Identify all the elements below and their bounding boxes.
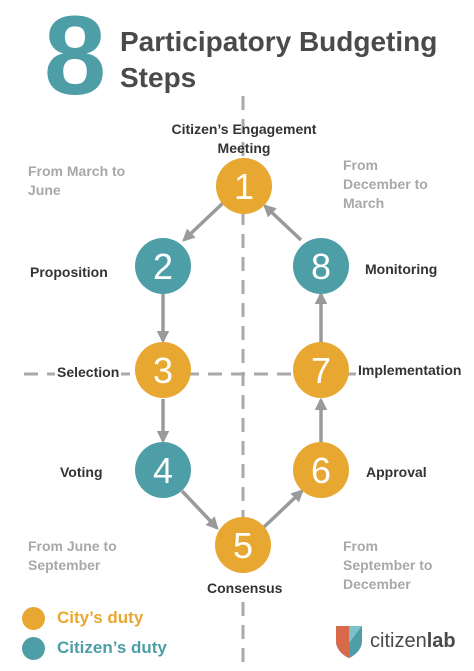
step-3-label: Selection: [55, 363, 122, 382]
step-1-label: Citizen’s Engagement Meeting: [150, 120, 338, 158]
step-node-2: 2: [135, 238, 191, 294]
big-number: 8: [43, 0, 107, 118]
step-node-3: 3: [135, 342, 191, 398]
period-line: December: [343, 576, 411, 592]
brand-name-part-1: citizen: [370, 630, 427, 652]
brand: citizenlab: [334, 623, 456, 659]
legend-citizen: Citizen’s duty: [22, 635, 167, 661]
period-bottom-left: From June to September: [28, 537, 117, 575]
step-number: 7: [311, 350, 331, 391]
shield-logo-icon: [336, 626, 362, 658]
step-number: 5: [233, 525, 253, 566]
arrow-8-to-1: [263, 204, 303, 242]
period-line: From: [343, 157, 378, 173]
arrow-1-to-2: [182, 201, 225, 242]
brand-name: citizenlab: [370, 629, 456, 653]
period-line: June: [28, 182, 61, 198]
period-bottom-right: From September to December: [343, 537, 432, 594]
period-top-right: From December to March: [343, 156, 428, 213]
period-line: September: [28, 557, 101, 573]
period-line: From March to: [28, 163, 126, 179]
period-line: From June to: [28, 538, 117, 554]
step-2-label: Proposition: [30, 264, 108, 280]
arrow-4-to-5: [180, 489, 219, 530]
legend-city: City’s duty: [22, 605, 143, 631]
period-line: December to: [343, 176, 428, 192]
legend-city-label: City’s duty: [57, 608, 144, 627]
step-number: 2: [153, 246, 173, 287]
step-7-label: Implementation: [356, 361, 464, 380]
step-5-label: Consensus: [205, 579, 285, 598]
step-number: 4: [153, 450, 173, 491]
step-number: 3: [153, 350, 173, 391]
step-node-4: 4: [135, 442, 191, 498]
period-top-left: From March to June: [28, 162, 125, 200]
step-node-7: 7: [293, 342, 349, 398]
city-dot-icon: [22, 606, 45, 630]
step-node-6: 6: [293, 442, 349, 498]
title-line-1: Participatory Budgeting: [120, 26, 438, 57]
period-line: September to: [343, 557, 433, 573]
step-node-5: 5: [215, 517, 271, 573]
period-line: March: [343, 195, 385, 211]
step-node-1: 1: [216, 158, 272, 214]
step-number: 6: [311, 450, 331, 491]
flow-arrows: [156, 201, 328, 530]
step-6-label: Approval: [366, 464, 427, 480]
arrow-5-to-6: [262, 489, 304, 529]
page-title: Participatory Budgeting Steps: [120, 24, 470, 96]
step-4-label: Voting: [60, 464, 103, 480]
step-node-8: 8: [293, 238, 349, 294]
legend-citizen-label: Citizen’s duty: [57, 638, 167, 657]
citizen-dot-icon: [22, 636, 45, 660]
brand-name-part-2: lab: [426, 630, 456, 652]
step-1-label-line-1: Citizen’s Engagement: [171, 121, 317, 137]
step-8-label: Monitoring: [365, 261, 438, 277]
step-number: 8: [311, 246, 331, 287]
step-1-label-line-2: Meeting: [217, 140, 271, 156]
period-line: From: [343, 538, 378, 554]
title-line-2: Steps: [120, 62, 197, 93]
step-number: 1: [234, 166, 254, 207]
